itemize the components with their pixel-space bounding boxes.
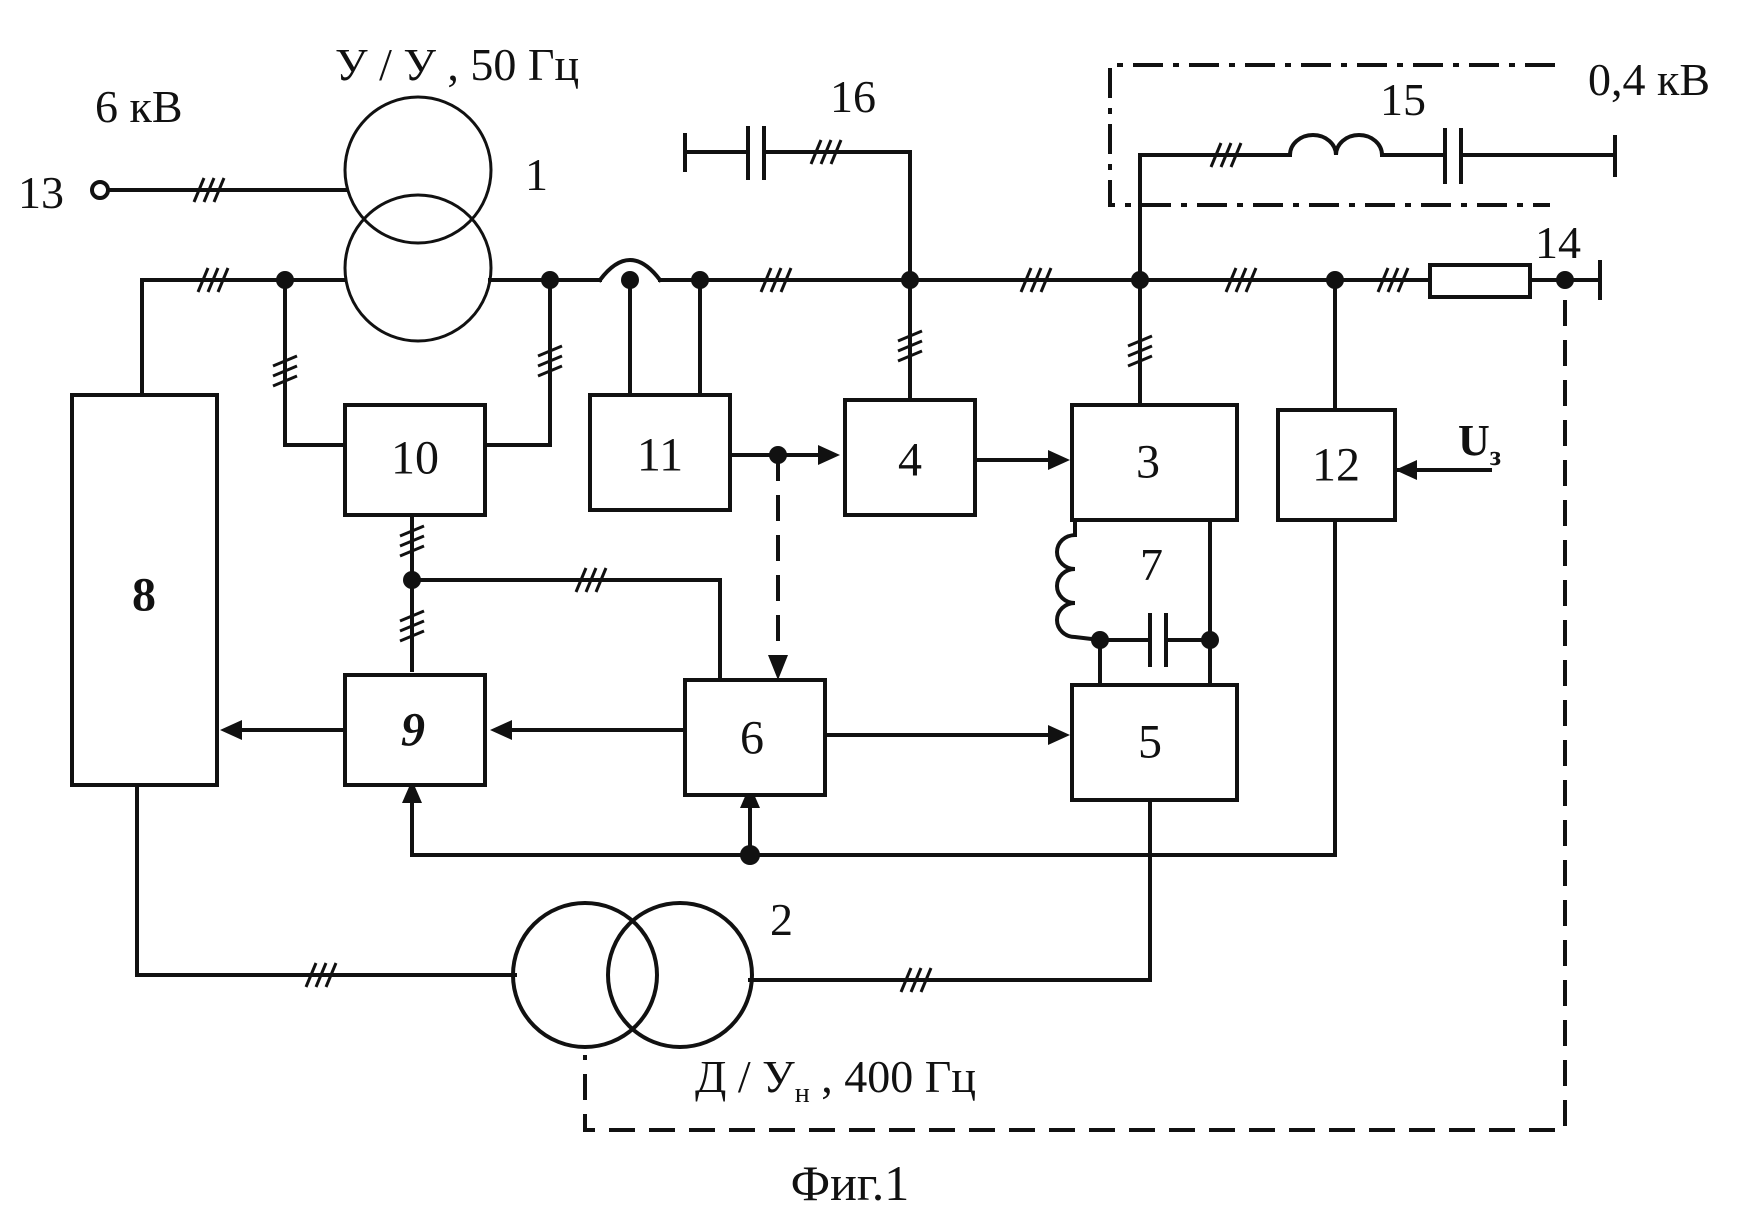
output-voltage-label: 0,4 кВ [1588,54,1710,105]
transformer-2-number: 2 [770,894,793,945]
load-resistor-14 [1430,265,1530,297]
filter-16-number: 16 [830,71,876,122]
block-11: 11 [590,395,730,510]
figure-caption: Фиг.1 [791,1155,910,1211]
capacitor-15 [1445,130,1461,182]
transformer-1-number: 1 [525,149,548,200]
block-6: 6 [685,680,825,795]
capacitor-7 [1150,615,1166,665]
svg-text:8: 8 [132,569,156,622]
block-10: 10 [345,405,485,515]
block-12: 12 [1278,410,1395,520]
svg-text:11: 11 [637,429,683,482]
load-14-number: 14 [1535,217,1581,268]
input-terminal-label: 13 [18,167,64,218]
svg-text:10: 10 [391,432,439,485]
svg-text:9: 9 [401,704,425,757]
lc-filter-enclosure [1110,65,1555,205]
transformer-2 [513,903,752,1047]
filter-15-number: 15 [1380,74,1426,125]
capacitor-16 [748,128,764,178]
transformer-2-spec: Д / Ун , 400 Гц [695,1051,976,1109]
transformer-1 [345,97,491,341]
junction-dots [92,182,1574,865]
svg-text:4: 4 [898,434,922,487]
block-5: 5 [1072,685,1237,800]
block-3: 3 [1072,405,1237,520]
svg-text:5: 5 [1138,716,1162,769]
inductor-7 [1057,535,1100,640]
block-9: 9 [345,675,485,785]
transformer-1-spec: У / У , 50 Гц [335,39,579,90]
svg-text:6: 6 [740,712,764,765]
svg-text:12: 12 [1312,439,1360,492]
resonant-7-number: 7 [1140,539,1163,590]
svg-text:3: 3 [1136,436,1160,489]
block-4: 4 [845,400,975,515]
three-phase-ticks [194,140,1408,992]
inductor-15 [1290,135,1382,155]
block-8: 8 [72,395,217,785]
reference-voltage-label: Uз [1458,416,1501,472]
input-voltage-label: 6 кВ [95,81,183,132]
